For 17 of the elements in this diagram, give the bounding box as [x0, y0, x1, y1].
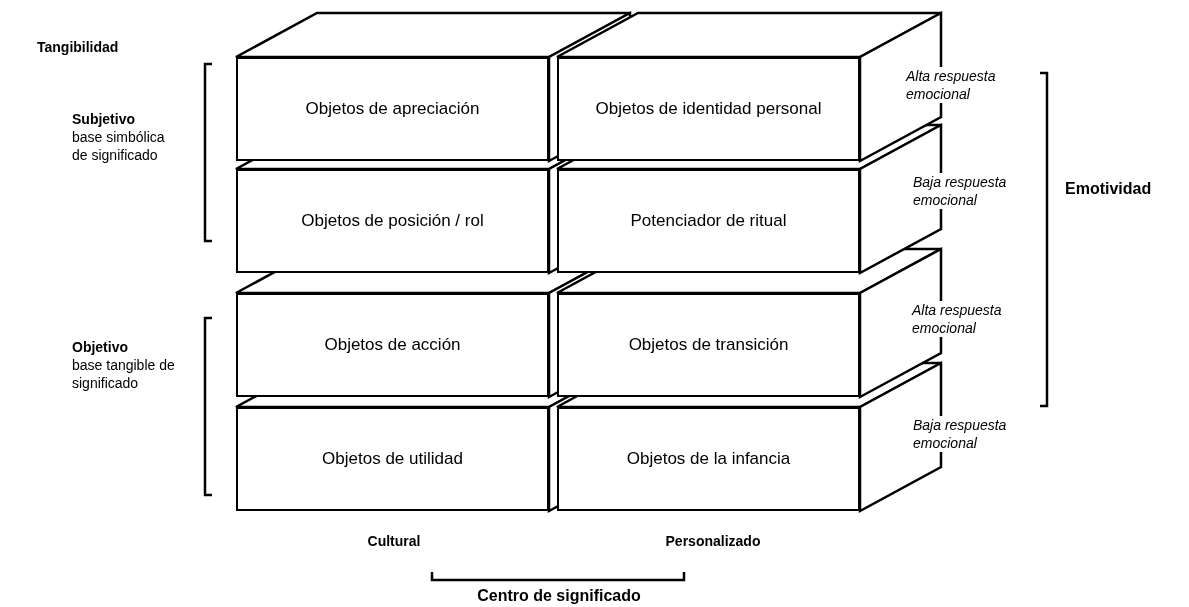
column-label: Personalizado — [664, 532, 762, 551]
category-label: Objetos de acción — [324, 335, 461, 355]
category-label: Objetos de apreciación — [305, 99, 480, 119]
category-label: Objetos de utilidad — [322, 449, 463, 469]
category-label: Objetos de identidad personal — [595, 99, 822, 119]
category-label: Objetos de la infancia — [626, 449, 791, 469]
group-title: Subjetivo — [72, 110, 136, 129]
axis-title: Tangibilidad — [37, 38, 120, 57]
group-description: base simbólica de significado — [72, 128, 166, 165]
category-label: Objetos de transición — [628, 335, 789, 355]
group-description: base tangible de significado — [72, 356, 176, 393]
group-title: Objetivo — [72, 338, 129, 357]
column-label: Cultural — [366, 532, 422, 551]
axis-title: Emotividad — [1065, 179, 1153, 199]
category-label: Objetos de posición / rol — [301, 211, 484, 231]
axis-title: Centro de significado — [476, 586, 642, 606]
category-label: Potenciador de ritual — [630, 211, 787, 231]
